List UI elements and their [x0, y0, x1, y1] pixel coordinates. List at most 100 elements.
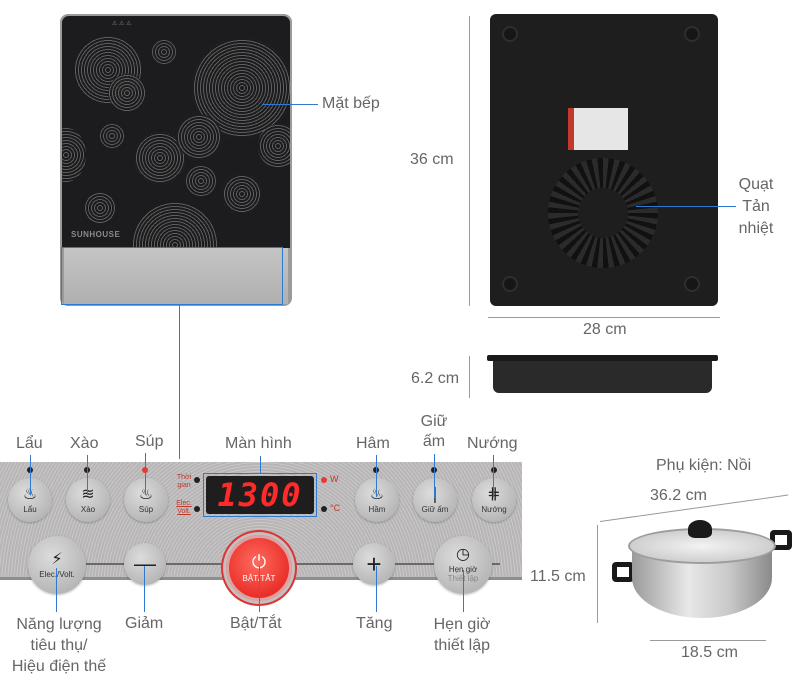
decor-ring — [132, 202, 218, 248]
led-power — [257, 530, 263, 536]
increase-button[interactable]: + — [353, 543, 395, 585]
soup-pot-icon: ♨ — [138, 485, 154, 503]
panel-callout-line — [179, 305, 180, 459]
lau-label: Lẩu — [16, 435, 43, 452]
elec-volt-button[interactable]: ⚡ Elec./Volt. — [28, 536, 86, 594]
led-display: 1300 — [206, 476, 314, 514]
accessory-title: Phụ kiện: Nồi — [656, 457, 752, 474]
led-watt — [321, 477, 327, 483]
timer-label-line: Hẹn giờ — [433, 616, 491, 633]
fan-label: Quạt Tản nhiệt — [736, 174, 776, 240]
lau-button-text: Lẩu — [23, 504, 37, 514]
led-time — [194, 477, 200, 483]
height-dimension-line — [469, 16, 470, 306]
watt-unit-label: W — [330, 474, 339, 484]
decor-ring — [152, 40, 176, 64]
volt-indicator-label: Elec. Volt. — [176, 500, 192, 515]
decrease-label: Giảm — [125, 615, 164, 632]
decor-ring — [186, 166, 216, 196]
xao-button[interactable]: ≋ Xào — [66, 478, 110, 522]
surface-label: Mặt bếp — [322, 95, 380, 112]
giu-am-label: Giữ ấm — [418, 412, 450, 452]
stew-pot-icon: ♨ — [369, 485, 385, 503]
elec-volt-label-line: tiêu thụ/ — [30, 637, 88, 654]
decrease-callout-line — [144, 566, 145, 612]
xao-label: Xào — [70, 435, 99, 452]
fan-callout-line — [636, 206, 736, 207]
decor-ring — [84, 192, 116, 224]
power-button-text: BẬT/TẮT — [243, 574, 276, 583]
minus-icon: — — [134, 551, 156, 576]
xao-button-text: Xào — [80, 504, 96, 514]
elec-volt-label-line: Năng lượng — [16, 616, 102, 633]
timer-callout-line — [463, 570, 464, 612]
fan-hub — [578, 188, 628, 238]
giu-am-button[interactable]: ❘ Giữ ấm — [413, 478, 457, 522]
pot-height-dimension-line — [597, 525, 598, 623]
grill-skewer-icon: ⋕ — [487, 485, 501, 503]
rubber-foot — [684, 26, 700, 42]
sup-button-text: Súp — [138, 504, 154, 514]
ham-callout-line — [376, 455, 377, 497]
ham-button[interactable]: ♨ Hầm — [355, 478, 399, 522]
pot-lid-knob — [688, 520, 712, 538]
decor-ring — [62, 128, 86, 182]
thermometer-icon: ❘ — [428, 485, 442, 503]
display-callout-line — [260, 456, 261, 473]
giu-am-button-text: Giữ ấm — [421, 504, 449, 514]
decor-ring — [176, 114, 222, 160]
cooktop-top-view: ⚠ ⚠ ⚠ SUNHOUSE — [60, 14, 292, 306]
power-icon: ⏻ — [251, 552, 267, 572]
led-celsius — [321, 506, 327, 512]
ham-button-text: Hầm — [368, 504, 386, 514]
width-dimension-line — [488, 317, 720, 318]
nuong-button[interactable]: ⋕ Nướng — [472, 478, 516, 522]
giu-am-label-line: Giữ — [420, 413, 448, 430]
elec-volt-callout-line — [56, 568, 57, 612]
control-panel-highlight — [61, 247, 283, 305]
height-dimension-label: 36 cm — [410, 151, 454, 168]
rubber-foot — [684, 276, 700, 292]
rubber-foot — [502, 26, 518, 42]
timer-button-text: Hẹn giờ — [448, 565, 478, 574]
time-indicator-label: Thời gian — [176, 474, 192, 489]
xao-callout-line — [87, 455, 88, 495]
sup-button[interactable]: ♨ Súp — [124, 478, 168, 522]
elec-volt-label-line: Hiệu điện thế — [11, 658, 107, 675]
warning-icons: ⚠ ⚠ ⚠ — [112, 21, 132, 27]
giu-am-label-line: ấm — [422, 433, 446, 450]
fan-label-line: Tản — [742, 198, 770, 215]
fan-label-line: nhiệt — [738, 220, 774, 237]
battery-bolt-icon: ⚡ — [51, 550, 63, 568]
depth-dimension-line — [469, 356, 470, 398]
glass-surface: ⚠ ⚠ ⚠ SUNHOUSE — [62, 16, 290, 248]
display-highlight — [203, 473, 317, 517]
timer-label-line: thiết lập — [433, 637, 491, 654]
plus-icon: + — [366, 549, 382, 579]
elec-volt-label: Năng lượng tiêu thụ/ Hiệu điện thế — [4, 614, 114, 677]
giu-am-callout-line — [434, 454, 435, 498]
surface-callout-line — [262, 104, 318, 105]
ham-label: Hâm — [356, 435, 390, 452]
nuong-button-text: Nướng — [481, 504, 507, 514]
decor-ring — [222, 174, 262, 214]
nuong-label: Nướng — [467, 435, 518, 452]
increase-callout-line — [376, 566, 377, 612]
brand-logo: SUNHOUSE — [71, 230, 121, 239]
decrease-button[interactable]: — — [124, 543, 166, 585]
width-dimension-label: 28 cm — [583, 321, 627, 338]
timer-clock-icon: ◷ — [456, 546, 470, 563]
pot-left-handle — [612, 562, 634, 582]
sup-callout-line — [145, 453, 146, 495]
pot-length-label: 36.2 cm — [650, 487, 707, 504]
depth-dimension-label: 6.2 cm — [411, 370, 460, 387]
rubber-foot — [502, 276, 518, 292]
hotpot-accessory — [612, 520, 792, 620]
sup-label: Súp — [135, 433, 164, 450]
led-nuong — [491, 467, 497, 473]
power-callout-line — [259, 566, 260, 612]
cooktop-side-view — [487, 355, 718, 395]
lau-callout-line — [30, 455, 31, 495]
side-top-edge — [487, 355, 718, 361]
nuong-callout-line — [493, 455, 494, 497]
